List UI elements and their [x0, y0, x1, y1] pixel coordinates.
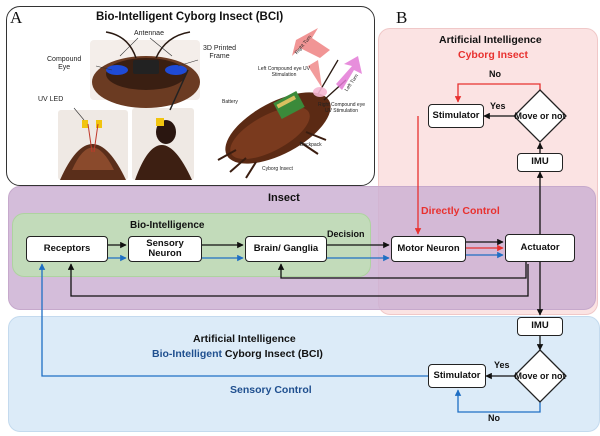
yes-bottom-label: Yes — [494, 360, 510, 370]
front-view-photo — [58, 110, 128, 180]
panel-b-letter: B — [396, 8, 408, 27]
brain-ganglia-node: Brain/ Ganglia — [245, 236, 327, 262]
no-bottom-label: No — [488, 413, 500, 423]
move-or-not-top: Move or not — [514, 111, 566, 121]
label-backpack: Backpack — [300, 142, 322, 148]
ai-bottom-subtitle: Bio-Intelligent Cyborg Insect (BCI) — [152, 348, 323, 360]
yes-top-label: Yes — [490, 101, 506, 111]
label-printed-frame: 3D Printed Frame — [203, 45, 237, 60]
panel-a-letter: A — [10, 8, 23, 27]
directly-control-label: Directly Control — [421, 205, 500, 217]
label-uv-led: UV LED — [38, 96, 64, 103]
receptors-node: Receptors — [26, 236, 108, 262]
label-right-uv: Right Compound eye UV Stimulation — [318, 102, 365, 114]
label-antennae: Antennae — [134, 30, 164, 37]
imu-bottom-node: IMU — [517, 317, 563, 336]
cockroach-photo — [217, 28, 362, 179]
stimulator-top-node: Stimulator — [428, 104, 484, 128]
ai-bottom-subtitle-rest: Cyborg Insect (BCI) — [222, 348, 323, 360]
leader-lines — [73, 37, 199, 121]
label-left-uv: Left Compound eye UV Stimulation — [258, 66, 310, 78]
no-top-label: No — [489, 69, 501, 79]
ai-top-title: Artificial Intelligence — [439, 34, 542, 46]
ai-bottom-region — [8, 316, 600, 432]
motor-neuron-node: Motor Neuron — [391, 236, 466, 262]
label-compound-eye: Compound Eye — [47, 56, 82, 71]
bci-title: Bio-Intelligent Cyborg Insect (BCI) — [96, 11, 284, 23]
insect-title: Insect — [268, 192, 300, 204]
ai-top-subtitle: Cyborg Insect — [458, 49, 529, 61]
ai-bottom-subtitle-blue: Bio-Intelligent — [152, 348, 222, 360]
label-cyborg-insect: Cyborg Insect — [262, 166, 293, 172]
side-view-photo — [132, 69, 194, 180]
stimulator-bottom-node: Stimulator — [428, 364, 486, 388]
ai-bottom-title: Artificial Intelligence — [193, 333, 296, 345]
label-battery: Battery — [222, 99, 238, 105]
decision-diamond-top — [513, 89, 567, 143]
decision-diamond-bottom — [513, 349, 567, 403]
actuator-node: Actuator — [505, 234, 575, 262]
imu-top-node: IMU — [517, 153, 563, 172]
sensory-neuron-node: Sensory Neuron — [128, 236, 202, 262]
bio-intelligence-title: Bio-Intelligence — [130, 220, 205, 231]
head-photo — [90, 31, 200, 108]
move-or-not-bottom: Move or not — [514, 371, 566, 381]
sensory-control-label: Sensory Control — [230, 384, 312, 396]
decision-label: Decision — [327, 229, 365, 239]
